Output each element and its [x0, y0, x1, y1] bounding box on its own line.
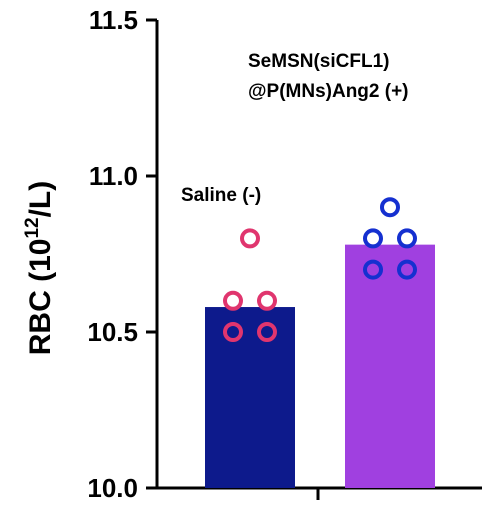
- y-ticks: 10.0 10.5 11.0 11.5: [87, 5, 157, 503]
- data-point: [363, 259, 383, 280]
- data-point: [257, 322, 277, 342]
- data-point: [363, 228, 383, 249]
- data-point: [380, 197, 400, 218]
- y-tick-label: 10.5: [87, 317, 138, 347]
- treatment-label-line1: SeMSN(siCFL1): [248, 51, 389, 72]
- y-axis-title: RBC (1012/L): [22, 181, 57, 356]
- data-point: [397, 259, 417, 280]
- y-tick-label: 10.0: [87, 473, 138, 503]
- data-point: [257, 290, 277, 311]
- data-point: [240, 228, 260, 249]
- y-tick-label: 11.5: [89, 5, 138, 35]
- bar-2: [345, 244, 435, 488]
- treatment-label-line2: @P(MNs)Ang2 (+): [248, 81, 409, 102]
- bars: [205, 244, 435, 488]
- y-tick-label: 11.0: [89, 161, 138, 191]
- y-axis-title-unit: /L): [24, 181, 57, 218]
- bar-1: [205, 307, 295, 488]
- y-axis-title-superscript: 12: [22, 217, 43, 238]
- y-axis-title-main: RBC (10: [24, 239, 57, 356]
- saline-label: Saline (-): [181, 185, 261, 206]
- data-point: [223, 322, 243, 342]
- data-point: [397, 228, 417, 249]
- data-points: [223, 197, 417, 342]
- data-point: [223, 290, 243, 311]
